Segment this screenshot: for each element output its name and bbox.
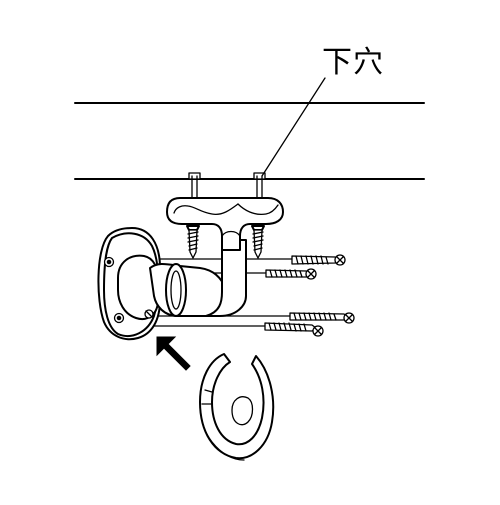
long-screw-4 bbox=[149, 322, 324, 337]
short-screw-right bbox=[251, 225, 265, 259]
pilot-hole-right bbox=[253, 172, 266, 201]
short-screw-left bbox=[186, 225, 200, 259]
flange-cover bbox=[199, 353, 275, 461]
insert-arrow bbox=[156, 336, 191, 371]
rod-elbow bbox=[149, 239, 247, 317]
ceiling-bracket bbox=[166, 197, 284, 251]
wall-flange bbox=[97, 227, 161, 341]
pilot-hole-label: 下穴 bbox=[322, 45, 384, 80]
callout-leader-line bbox=[261, 77, 326, 177]
long-screw-1 bbox=[149, 254, 346, 266]
pilot-hole-left bbox=[188, 172, 201, 201]
